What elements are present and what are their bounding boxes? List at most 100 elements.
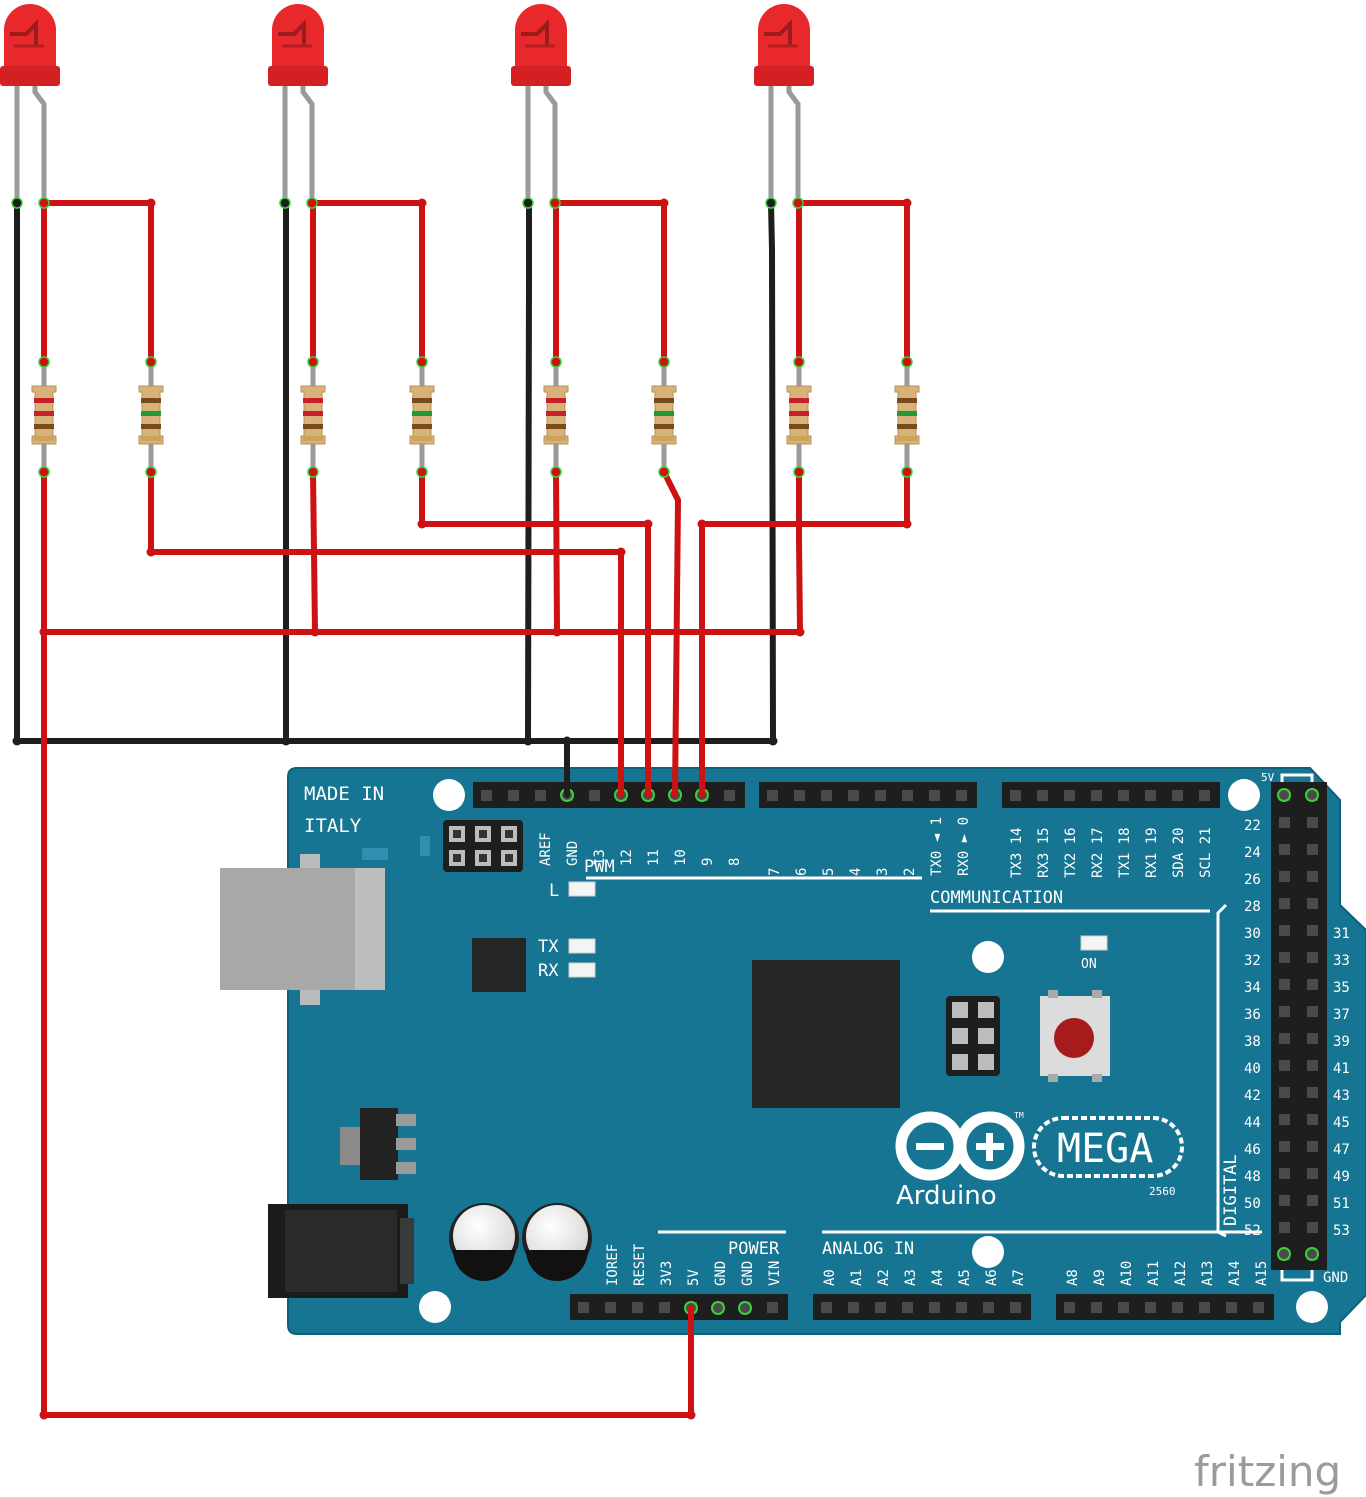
- header-pin[interactable]: [1279, 1060, 1290, 1071]
- header-pin[interactable]: [875, 790, 886, 801]
- header-pin[interactable]: [1307, 1006, 1318, 1017]
- header-pin[interactable]: [848, 790, 859, 801]
- header-pin[interactable]: [1279, 1222, 1290, 1233]
- header-pin[interactable]: [1307, 979, 1318, 990]
- header-pin[interactable]: [1307, 1033, 1318, 1044]
- header-pin[interactable]: [1307, 1249, 1318, 1260]
- resistor[interactable]: [651, 356, 677, 478]
- header-pin[interactable]: [1307, 1087, 1318, 1098]
- header-pin[interactable]: [1307, 844, 1318, 855]
- header-pin[interactable]: [1307, 790, 1318, 801]
- header-pin[interactable]: [1279, 844, 1290, 855]
- header-pin[interactable]: [1172, 1302, 1183, 1313]
- header-pin[interactable]: [1145, 790, 1156, 801]
- header-pin[interactable]: [1279, 1249, 1290, 1260]
- header-pin[interactable]: [1279, 979, 1290, 990]
- reset-button[interactable]: [1040, 990, 1110, 1082]
- header-pin[interactable]: [1279, 1141, 1290, 1152]
- header-pin[interactable]: [1307, 1195, 1318, 1206]
- header-pin[interactable]: [1279, 925, 1290, 936]
- header-pin[interactable]: [589, 790, 600, 801]
- header-pin[interactable]: [1037, 790, 1048, 801]
- header-pin[interactable]: [508, 790, 519, 801]
- header-pin[interactable]: [902, 1302, 913, 1313]
- header-pin[interactable]: [767, 790, 778, 801]
- header-top-right: [1002, 782, 1220, 808]
- wire: [796, 469, 803, 635]
- header-pin[interactable]: [1199, 790, 1210, 801]
- header-pin[interactable]: [1091, 790, 1102, 801]
- led[interactable]: [754, 4, 814, 209]
- header-pin[interactable]: [1145, 1302, 1156, 1313]
- header-pin[interactable]: [1064, 1302, 1075, 1313]
- header-pin[interactable]: [794, 790, 805, 801]
- resistor[interactable]: [543, 356, 569, 478]
- header-pin[interactable]: [1064, 790, 1075, 801]
- wire-joint: [417, 198, 427, 208]
- header-pin[interactable]: [1279, 1033, 1290, 1044]
- header-pin[interactable]: [875, 1302, 886, 1313]
- header-pin[interactable]: [1199, 1302, 1210, 1313]
- header-pin[interactable]: [1118, 790, 1129, 801]
- header-pin[interactable]: [1279, 952, 1290, 963]
- header-pin[interactable]: [1279, 1195, 1290, 1206]
- header-pin[interactable]: [659, 1302, 670, 1313]
- header-pin[interactable]: [724, 790, 735, 801]
- header-pin[interactable]: [1307, 898, 1318, 909]
- header-pin[interactable]: [929, 790, 940, 801]
- resistor[interactable]: [894, 356, 920, 478]
- resistor[interactable]: [786, 356, 812, 478]
- header-pin[interactable]: [821, 1302, 832, 1313]
- header-pin[interactable]: [956, 790, 967, 801]
- header-pin[interactable]: [821, 790, 832, 801]
- header-pin[interactable]: [1118, 1302, 1129, 1313]
- led[interactable]: [0, 4, 60, 209]
- header-pin[interactable]: [1010, 1302, 1021, 1313]
- header-pin[interactable]: [929, 1302, 940, 1313]
- on-label: ON: [1081, 957, 1097, 972]
- header-pin[interactable]: [983, 1302, 994, 1313]
- header-pin[interactable]: [1307, 871, 1318, 882]
- header-pin[interactable]: [713, 1302, 724, 1313]
- header-pin[interactable]: [1307, 952, 1318, 963]
- resistor[interactable]: [138, 356, 164, 478]
- header-pin[interactable]: [956, 1302, 967, 1313]
- header-pin[interactable]: [1307, 925, 1318, 936]
- header-pin[interactable]: [632, 1302, 643, 1313]
- header-pin[interactable]: [1091, 1302, 1102, 1313]
- header-pin[interactable]: [740, 1302, 751, 1313]
- header-pin[interactable]: [1307, 1222, 1318, 1233]
- header-pin[interactable]: [578, 1302, 589, 1313]
- header-pin[interactable]: [848, 1302, 859, 1313]
- resistor[interactable]: [409, 356, 435, 478]
- resistor[interactable]: [31, 356, 57, 478]
- header-pin[interactable]: [1226, 1302, 1237, 1313]
- header-pin[interactable]: [1279, 871, 1290, 882]
- header-pin[interactable]: [1010, 790, 1021, 801]
- header-pin[interactable]: [1307, 1141, 1318, 1152]
- header-pin[interactable]: [481, 790, 492, 801]
- resistor[interactable]: [300, 356, 326, 478]
- header-pin[interactable]: [1307, 1060, 1318, 1071]
- pin-label: A11: [1146, 1261, 1162, 1286]
- mega-label: MEGA: [1057, 1126, 1153, 1172]
- led[interactable]: [511, 4, 571, 209]
- header-pin[interactable]: [1307, 1114, 1318, 1125]
- header-pin[interactable]: [1307, 817, 1318, 828]
- header-pin[interactable]: [605, 1302, 616, 1313]
- led[interactable]: [268, 4, 328, 209]
- header-pin[interactable]: [1307, 1168, 1318, 1179]
- header-pin[interactable]: [535, 790, 546, 801]
- header-pin[interactable]: [1172, 790, 1183, 801]
- header-pin[interactable]: [1279, 1087, 1290, 1098]
- header-pin[interactable]: [1279, 898, 1290, 909]
- header-pin[interactable]: [1279, 1168, 1290, 1179]
- header-pin[interactable]: [1253, 1302, 1264, 1313]
- header-pin[interactable]: [767, 1302, 778, 1313]
- pin-label: 2: [902, 868, 918, 876]
- header-pin[interactable]: [1279, 1006, 1290, 1017]
- header-pin[interactable]: [1279, 790, 1290, 801]
- header-pin[interactable]: [1279, 817, 1290, 828]
- header-pin[interactable]: [902, 790, 913, 801]
- header-pin[interactable]: [1279, 1114, 1290, 1125]
